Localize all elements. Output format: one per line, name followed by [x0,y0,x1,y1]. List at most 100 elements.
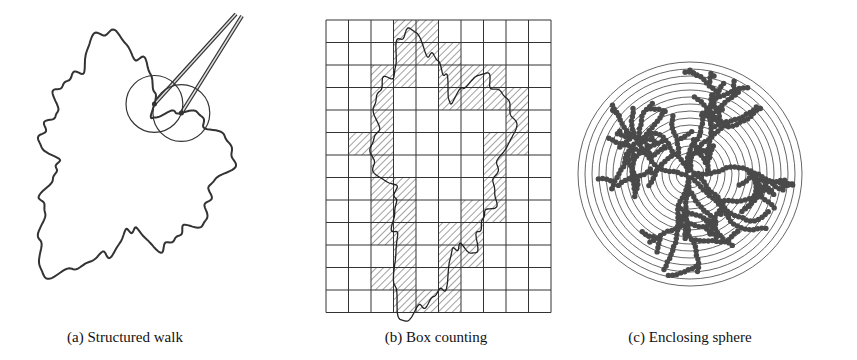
enclosing-circle [592,76,788,272]
hatched-box [439,223,462,246]
aggregate-particle [720,236,725,241]
hatched-box [484,65,507,88]
aggregate-particle [615,131,620,136]
hatched-box [439,268,462,291]
aggregate-particle [640,229,645,234]
grid-line [326,222,551,223]
aggregate-particle [717,105,722,110]
enclosing-circle [634,118,746,230]
enclosing-circle [669,153,711,195]
hatched-box [394,245,417,268]
grid-line [348,20,349,313]
aggregate-particle [700,110,705,115]
hatched-box [371,200,394,223]
enclosing-circle [585,69,795,279]
aggregate-particle [745,85,750,90]
aggregate-particle [721,81,726,86]
grid-line [326,267,551,268]
figure-caption: (c) Enclosing sphere [628,329,751,346]
enclosing-circle [648,132,732,216]
grid-line [551,20,552,313]
hatched-box [506,133,529,156]
aggregate-particle [682,70,687,75]
grid-line [326,245,551,246]
aggregate-particle [616,183,621,188]
walk-figure [38,14,242,279]
hatched-box [394,65,417,88]
hatched-box [461,65,484,88]
grid-line [326,42,551,43]
grid-line [326,65,551,66]
hatched-box [416,43,439,66]
enclosing-circle [599,83,781,265]
hatched-box [484,133,507,156]
hatched-box [394,268,417,291]
hatched-box [461,88,484,111]
aggregate-particle [646,183,651,188]
aggregate-particle [730,243,735,248]
enclosing-circle [662,146,718,202]
aggregate-particle [708,120,713,125]
hatched-box [416,290,439,313]
aggregate-particle [647,239,652,244]
grid-line [326,20,327,313]
aggregate-particle [739,209,744,214]
aggregate-particle [713,222,718,227]
fractal-outline [38,30,236,279]
aggregate-particle [610,103,615,108]
aggregate-particle [630,106,635,111]
aggregate-particle [654,249,659,254]
aggregate-particle [763,226,768,231]
aggregate-particle [648,166,653,171]
enclosing-circle [613,97,767,251]
hatched-box [371,178,394,201]
aggregate-particle [717,208,722,213]
hatched-box [439,88,462,111]
hatched-box [371,268,394,291]
aggregate-particle [687,68,692,73]
hatched-box [484,200,507,223]
enclosing-circle [641,125,739,223]
grid-line [326,155,551,156]
aggregate-particle [737,182,742,187]
hatched-box [371,110,394,133]
divider-leg [181,16,242,113]
hatched-box [484,88,507,111]
hatched-box [349,133,372,156]
hatched-box [416,20,439,43]
enclosing-circle [578,62,802,286]
enclosing-circle [606,90,774,258]
divider-circle [153,85,210,142]
grid-line [438,20,439,313]
aggregate-particle [767,189,772,194]
grid-line [416,20,417,313]
grid-line [326,110,551,111]
grid-line [326,20,551,21]
grid-line [528,20,529,313]
aggregate-particle [766,209,771,214]
aggregate-particle [782,178,787,183]
aggregate-particle [661,267,666,272]
aggregate-particle [788,182,793,187]
aggregate-particle [650,101,655,106]
figure-caption: (a) Structured walk [67,329,183,346]
divider-leg-inner [181,16,242,113]
aggregate-particle [711,131,716,136]
aggregate-particle [596,176,601,181]
fractal-outline [370,28,517,321]
enclosing-circle [627,111,753,237]
step-point [152,101,157,106]
grid-line [461,20,462,313]
enclosing-circle [655,139,725,209]
aggregate-particle [772,205,777,210]
figure-caption: (b) Box counting [385,329,488,346]
aggregate-particle [632,194,637,199]
step-point [179,110,184,115]
aggregate-particle [617,144,622,149]
aggregate-particle [610,107,615,112]
hatched-box [506,110,529,133]
aggregate-particle [735,229,740,234]
grid-line [371,20,372,313]
hatched-box [439,43,462,66]
